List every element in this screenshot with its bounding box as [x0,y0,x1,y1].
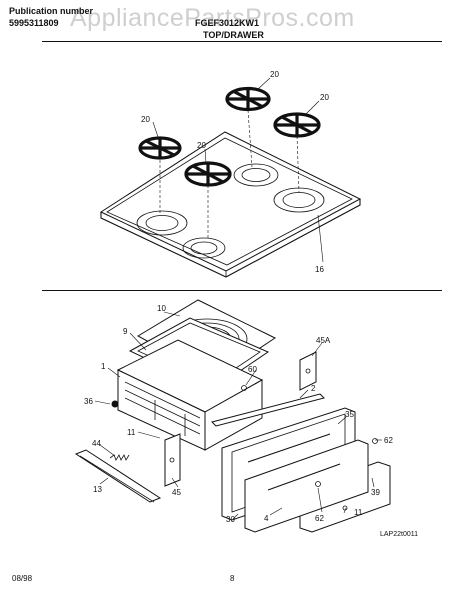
callout-label: 13 [93,485,102,494]
spring [109,454,130,461]
callout-label: 35 [345,410,354,419]
cooktop-panel [99,131,362,278]
publication-number: 5995311809 [9,18,59,28]
callout-label: 11 [127,428,136,437]
callout-label: 45 [172,488,181,497]
burner-grate [273,112,321,193]
callout-label: 16 [315,265,324,274]
callout-label: 20 [197,141,206,150]
callout-label: 60 [248,365,257,374]
model-number: FGEF3012KW1 [195,18,260,28]
section-title: TOP/DRAWER [203,30,264,40]
cooktop-burner-wells [136,163,325,259]
middle-divider-rule [42,290,442,291]
publication-label: Publication number [9,6,94,16]
drawer-handle [74,449,162,503]
callout-label: 20 [141,115,150,124]
callout-label: 39 [371,488,380,497]
callout-label: 2 [311,384,316,393]
callout-label: 1 [101,362,106,371]
drawer-slide-rail [211,393,325,427]
burner-grate [225,86,271,168]
drawer-body [116,339,264,451]
footer-page-number: 8 [230,574,235,583]
callout-label: 36 [84,397,93,406]
burner-grate [184,161,232,240]
screw [241,385,247,391]
top-divider-rule [42,41,442,42]
footer-date: 08/98 [12,574,33,583]
drawer-outer-front [244,439,369,533]
callout-label: 4 [264,514,269,523]
callout-label: 30 [226,515,235,524]
watermark: AppliancePartsPros.com [70,4,355,32]
callout-label: 62 [315,514,324,523]
callout-label: 11 [354,508,363,517]
callout-label: 44 [92,439,101,448]
burner-grate [138,136,182,215]
callout-label: 62 [384,436,393,445]
screw [315,481,321,487]
rail-bracket [164,433,181,487]
callout-label: 20 [270,70,279,79]
screw [372,438,378,444]
callout-label: 9 [123,327,128,336]
callout-label: 10 [157,304,166,313]
callout-label: 45A [316,336,331,345]
screw [111,400,119,408]
callout-label: 20 [320,93,329,102]
side-bracket [299,351,317,391]
diagram-code: LAP22t0011 [380,531,418,538]
